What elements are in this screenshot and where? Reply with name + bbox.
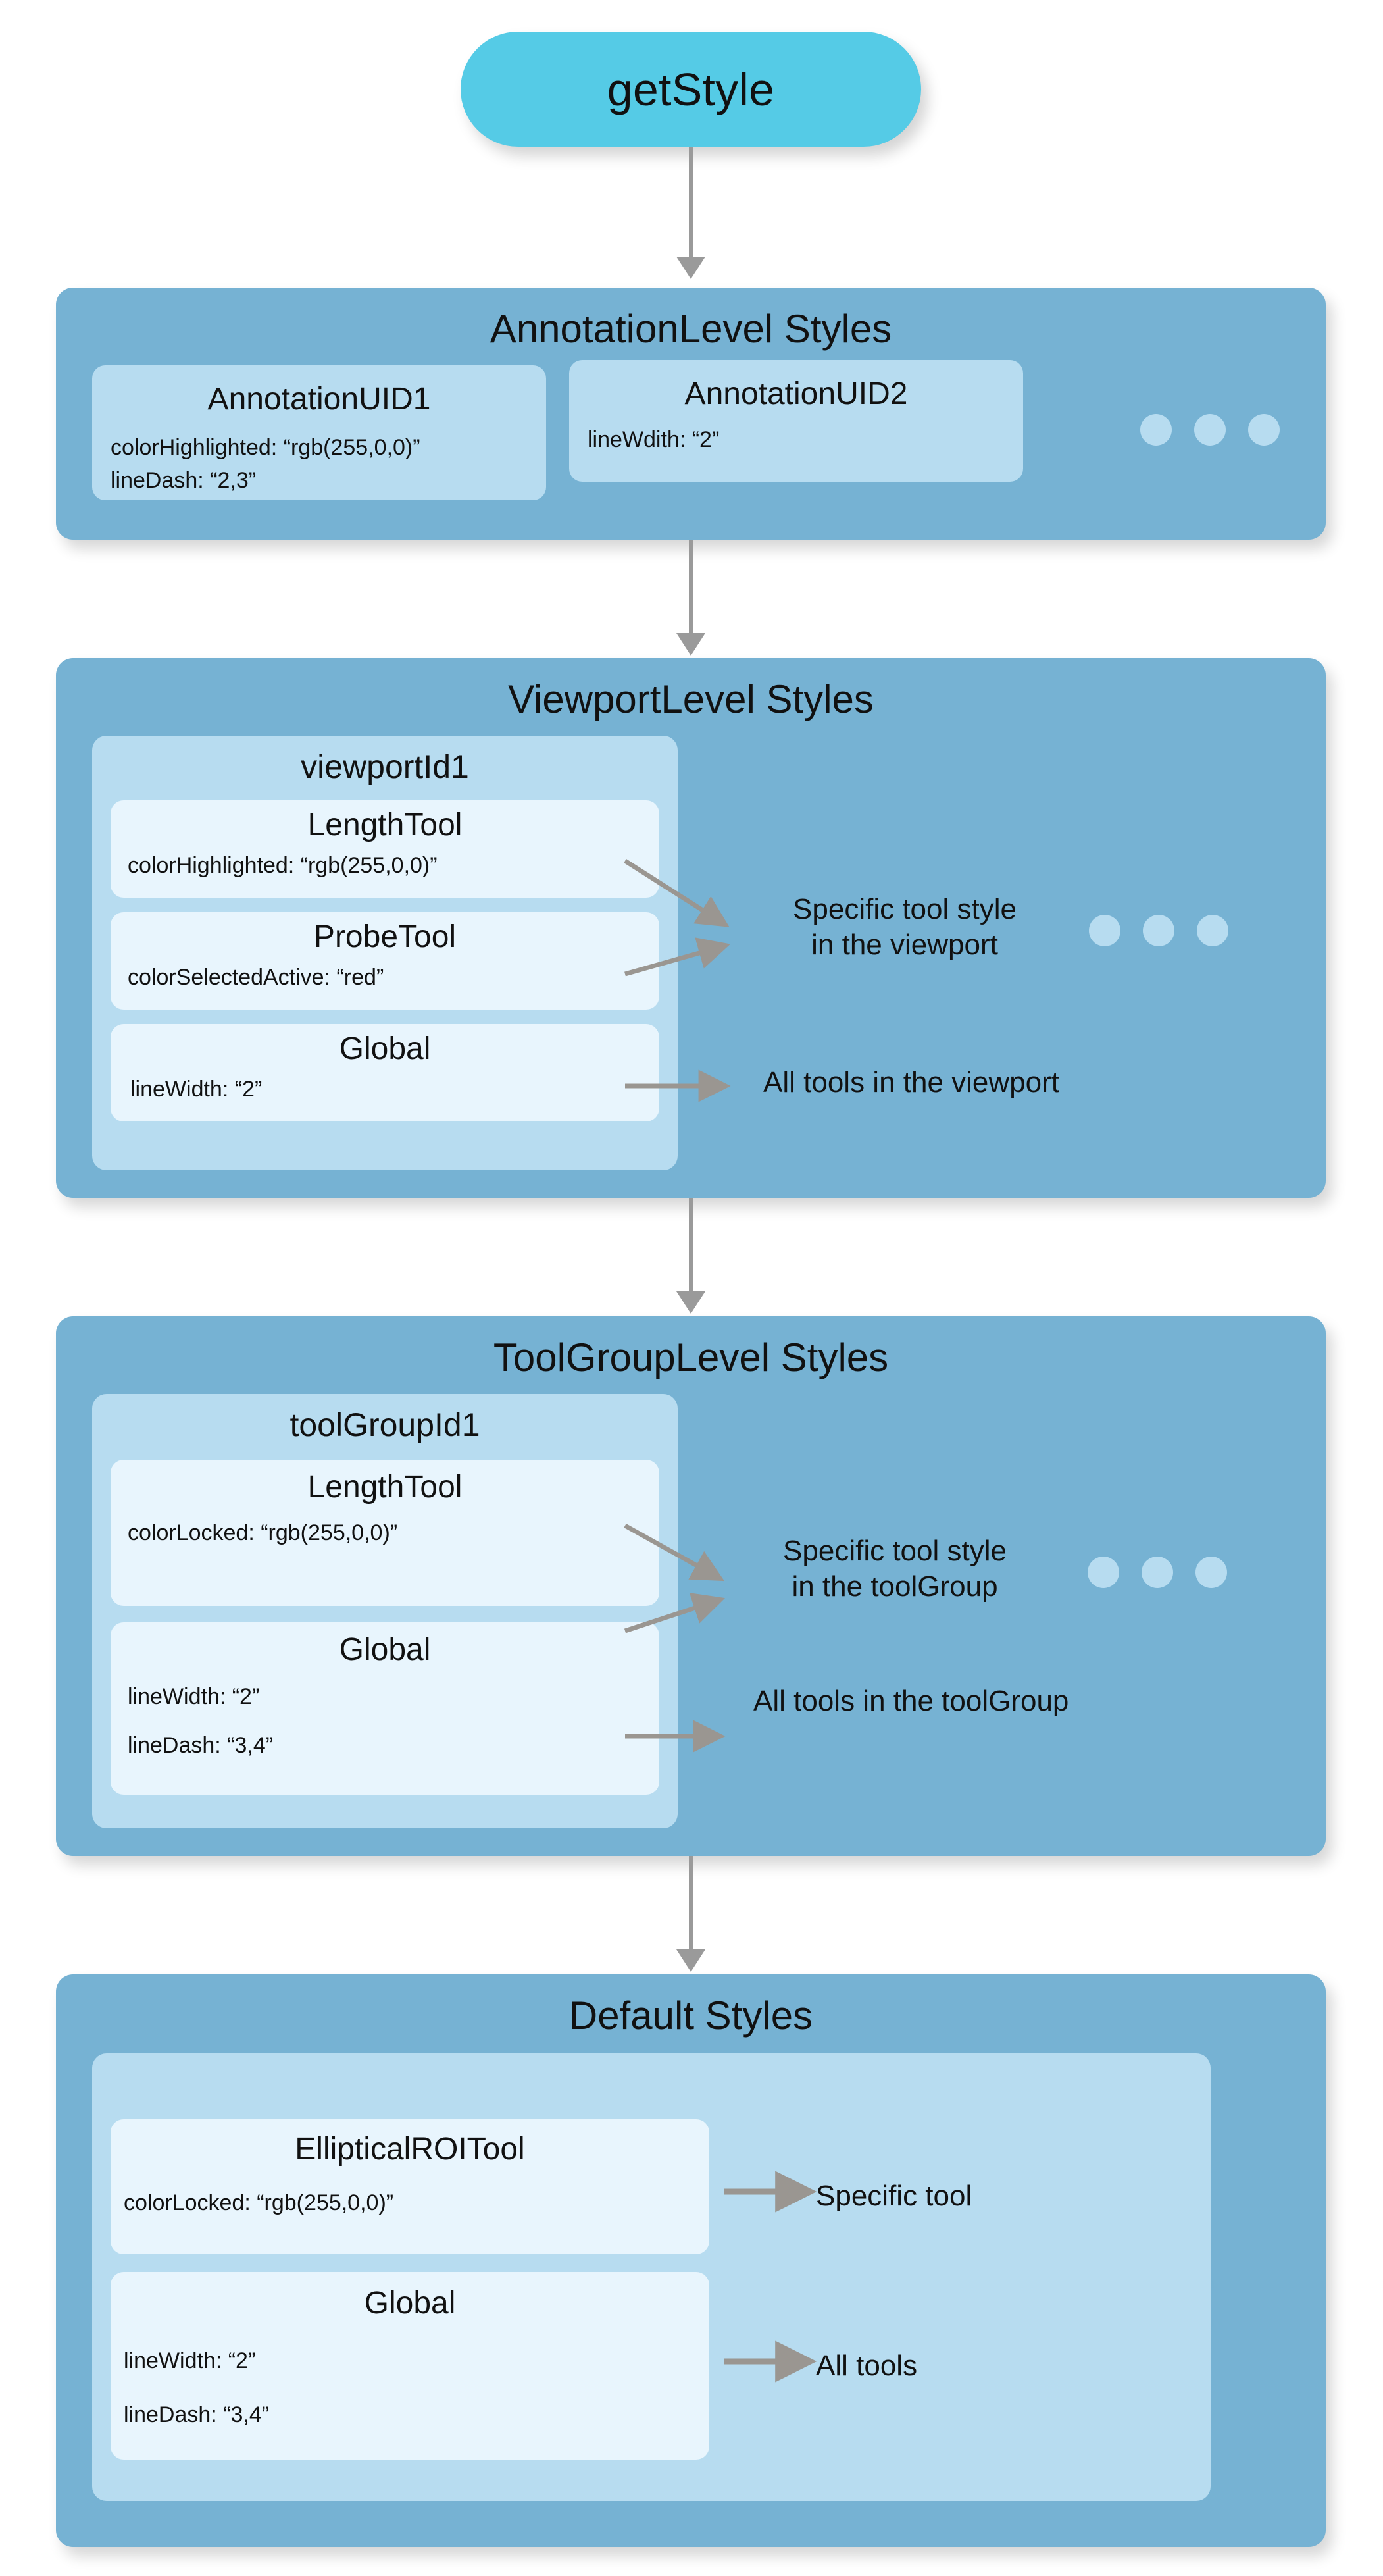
- toolgroup-length-tool-card[interactable]: LengthTool colorLocked: “rgb(255,0,0)”: [111, 1460, 659, 1606]
- default-elliptical-roi-tool-props: colorLocked: “rgb(255,0,0)”: [111, 2192, 722, 2214]
- connector-line-4: [689, 1856, 693, 1953]
- panel-title-toolgroup-level: ToolGroupLevel Styles: [493, 1335, 889, 1379]
- ellipsis-dot-3: [1197, 915, 1228, 946]
- viewport-level-ellipsis: [1089, 915, 1228, 946]
- default-global-card[interactable]: Global lineWidth: “2” lineDash: “3,4”: [111, 2272, 709, 2460]
- annotation-uid1-card[interactable]: AnnotationUID1 colorHighlighted: “rgb(25…: [92, 365, 546, 500]
- viewport-probe-tool-props: colorSelectedActive: “red”: [111, 966, 676, 989]
- get-style-node[interactable]: getStyle: [461, 32, 921, 147]
- panel-title-annotation-level: AnnotationLevel Styles: [490, 307, 892, 351]
- panel-toolgroup-level: ToolGroupLevel Styles toolGroupId1 Lengt…: [56, 1316, 1326, 1856]
- connector-line-2: [689, 540, 693, 637]
- connector-arrowhead-2: [676, 633, 705, 656]
- annotation-uid2-title: AnnotationUID2: [684, 376, 908, 411]
- toolgroup-length-tool-props: colorLocked: “rgb(255,0,0)”: [111, 1522, 676, 1544]
- viewport-specific-label: Specific tool style in the viewport: [793, 893, 1017, 961]
- viewport-probe-tool-title: ProbeTool: [313, 919, 457, 954]
- annotation-uid1-title: AnnotationUID1: [207, 382, 431, 417]
- default-global-prop-1: lineDash: “3,4”: [124, 2402, 270, 2427]
- ellipsis-dot-1: [1088, 1557, 1119, 1588]
- viewport-length-tool-title: LengthTool: [307, 808, 463, 842]
- connector-arrowhead-4: [676, 1949, 705, 1972]
- viewport-length-tool-prop-0: colorHighlighted: “rgb(255,0,0)”: [128, 853, 438, 878]
- ellipsis-dot-2: [1194, 414, 1226, 446]
- viewport-id1-title: viewportId1: [301, 748, 469, 785]
- annotation-uid1-props: colorHighlighted: “rgb(255,0,0)” lineDas…: [111, 436, 420, 502]
- ellipsis-dot-1: [1089, 915, 1120, 946]
- viewport-global-card[interactable]: Global lineWidth: “2”: [111, 1024, 659, 1121]
- viewport-length-tool-props: colorHighlighted: “rgb(255,0,0)”: [111, 854, 676, 877]
- toolgroup-specific-label: Specific tool style in the toolGroup: [783, 1535, 1007, 1603]
- ellipsis-dot-3: [1195, 1557, 1227, 1588]
- connector-arrowhead-3: [676, 1291, 705, 1314]
- panel-title-viewport-level: ViewportLevel Styles: [508, 677, 874, 721]
- ellipsis-dot-3: [1248, 414, 1280, 446]
- annotation-level-ellipsis: [1140, 414, 1280, 446]
- panel-title-default-styles: Default Styles: [568, 1994, 813, 2038]
- default-elliptical-roi-tool-title: EllipticalROITool: [295, 2132, 525, 2167]
- toolgroup-global-prop-1: lineDash: “3,4”: [128, 1733, 274, 1758]
- panel-default-styles: Default Styles EllipticalROITool colorLo…: [56, 1974, 1326, 2547]
- ellipsis-dot-2: [1142, 1557, 1173, 1588]
- default-styles-container: EllipticalROITool colorLocked: “rgb(255,…: [92, 2053, 1211, 2501]
- toolgroup-global-prop-0: lineWidth: “2”: [128, 1684, 260, 1709]
- viewport-global-prop-0: lineWidth: “2”: [130, 1077, 263, 1102]
- panel-annotation-level: AnnotationLevel Styles AnnotationUID1 co…: [56, 288, 1326, 540]
- toolgroup-length-tool-prop-0: colorLocked: “rgb(255,0,0)”: [128, 1520, 398, 1545]
- connector-line-3: [689, 1198, 693, 1295]
- default-specific-label: Specific tool: [816, 2180, 972, 2212]
- toolgroup-global-card[interactable]: Global lineWidth: “2” lineDash: “3,4”: [111, 1622, 659, 1795]
- annotation-uid1-prop-1: lineDash: “2,3”: [111, 468, 257, 493]
- default-global-prop-0: lineWidth: “2”: [124, 2348, 256, 2373]
- default-global-label: All tools: [816, 2350, 918, 2382]
- default-elliptical-roi-tool-card[interactable]: EllipticalROITool colorLocked: “rgb(255,…: [111, 2119, 709, 2254]
- toolgroup-id1-title: toolGroupId1: [289, 1406, 480, 1443]
- panel-viewport-level: ViewportLevel Styles viewportId1 LengthT…: [56, 658, 1326, 1198]
- get-style-label: getStyle: [607, 63, 775, 115]
- annotation-uid1-prop-0: colorHighlighted: “rgb(255,0,0)”: [111, 435, 420, 460]
- toolgroup-id1-container[interactable]: toolGroupId1 LengthTool colorLocked: “rg…: [92, 1394, 678, 1828]
- connector-line-1: [689, 147, 693, 259]
- viewport-length-tool-card[interactable]: LengthTool colorHighlighted: “rgb(255,0,…: [111, 800, 659, 898]
- annotation-uid2-props: lineWdith: “2”: [588, 428, 719, 461]
- viewport-id1-container[interactable]: viewportId1 LengthTool colorHighlighted:…: [92, 736, 678, 1170]
- ellipsis-dot-2: [1143, 915, 1174, 946]
- default-global-title: Global: [364, 2286, 456, 2321]
- connector-arrowhead-1: [676, 257, 705, 279]
- toolgroup-level-ellipsis: [1088, 1557, 1227, 1588]
- ellipsis-dot-1: [1140, 414, 1172, 446]
- viewport-probe-tool-prop-0: colorSelectedActive: “red”: [128, 965, 384, 990]
- annotation-uid2-card[interactable]: AnnotationUID2 lineWdith: “2”: [569, 360, 1023, 482]
- toolgroup-length-tool-title: LengthTool: [307, 1470, 463, 1505]
- viewport-global-label: All tools in the viewport: [763, 1066, 1059, 1098]
- toolgroup-global-label: All tools in the toolGroup: [753, 1685, 1069, 1717]
- default-elliptical-roi-tool-prop-0: colorLocked: “rgb(255,0,0)”: [124, 2190, 394, 2215]
- annotation-uid2-prop-0: lineWdith: “2”: [588, 427, 720, 452]
- viewport-global-props: lineWidth: “2”: [111, 1078, 679, 1100]
- toolgroup-global-props: lineWidth: “2” lineDash: “3,4”: [111, 1686, 676, 1757]
- viewport-global-title: Global: [339, 1031, 431, 1066]
- toolgroup-global-title: Global: [339, 1632, 431, 1667]
- default-global-props: lineWidth: “2” lineDash: “3,4”: [111, 2350, 722, 2426]
- viewport-probe-tool-card[interactable]: ProbeTool colorSelectedActive: “red”: [111, 912, 659, 1010]
